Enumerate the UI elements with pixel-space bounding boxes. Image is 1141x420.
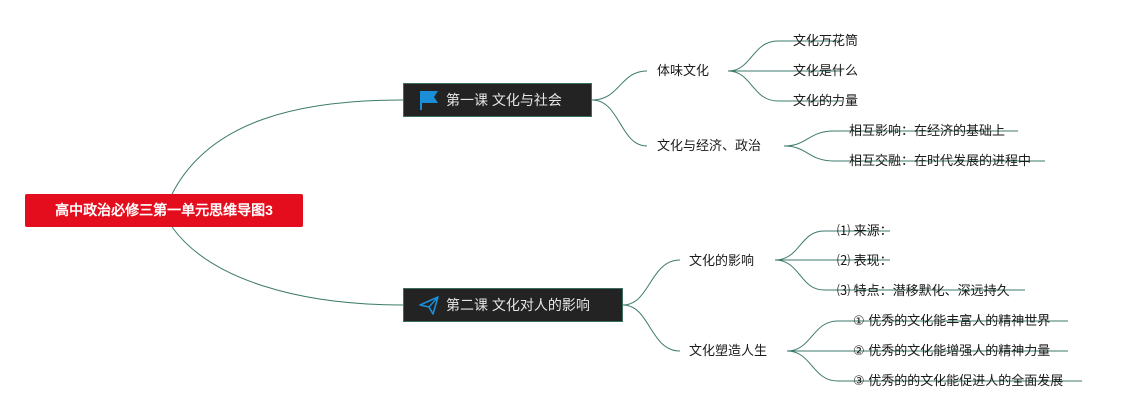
leaf-node[interactable]: 文化的力量 bbox=[793, 93, 859, 108]
link-lesson2-topic2 bbox=[622, 304, 681, 352]
lesson-node-2[interactable]: 第二课 文化对人的影响 bbox=[403, 288, 623, 322]
topic-node[interactable]: 文化与经济、政治 bbox=[657, 138, 762, 153]
link-t11-item1 bbox=[727, 40, 842, 72]
root-node[interactable]: 高中政治必修三第一单元思维导图3 bbox=[25, 194, 303, 227]
link-t21-item1 bbox=[774, 230, 890, 261]
leaf-node[interactable]: 相互交融：在时代发展的进程中 bbox=[849, 153, 1032, 168]
link-lesson1-topic1 bbox=[591, 70, 648, 101]
link-t11-item3 bbox=[727, 70, 842, 102]
leaf-node[interactable]: ② 优秀的文化能增强人的精神力量 bbox=[853, 343, 1051, 358]
paper-plane-icon bbox=[418, 294, 440, 316]
link-lesson1-topic2 bbox=[591, 99, 648, 147]
flag-icon bbox=[418, 89, 440, 111]
link-t22-item1 bbox=[786, 320, 1068, 352]
link-lesson2-topic1 bbox=[622, 259, 681, 306]
link-t12-item1 bbox=[783, 130, 1018, 147]
topic-node[interactable]: 文化塑造人生 bbox=[689, 343, 768, 358]
leaf-node[interactable]: ⑶ 特点：潜移默化、深远持久 bbox=[837, 283, 1010, 298]
leaf-node[interactable]: ⑵ 表现： bbox=[837, 253, 893, 268]
link-t22-item3 bbox=[786, 350, 1082, 382]
link-t12-item2 bbox=[783, 145, 1045, 162]
lesson-label: 第二课 文化对人的影响 bbox=[446, 297, 590, 313]
leaf-node[interactable]: ③ 优秀的的文化能促进人的全面发展 bbox=[853, 373, 1064, 388]
lesson-label: 第一课 文化与社会 bbox=[446, 92, 562, 108]
topic-node[interactable]: 文化的影响 bbox=[689, 253, 755, 268]
leaf-node[interactable]: 相互影响：在经济的基础上 bbox=[849, 123, 1006, 138]
leaf-node[interactable]: ⑴ 来源： bbox=[837, 223, 893, 238]
link-root-lesson1 bbox=[171, 99, 404, 195]
leaf-node[interactable]: 文化万花筒 bbox=[793, 33, 859, 48]
topic-node[interactable]: 体味文化 bbox=[657, 63, 710, 78]
leaf-node[interactable]: ① 优秀的文化能丰富人的精神世界 bbox=[853, 313, 1051, 328]
link-root-lesson2 bbox=[171, 226, 404, 306]
lesson-node-1[interactable]: 第一课 文化与社会 bbox=[403, 83, 592, 117]
link-t21-item3 bbox=[774, 259, 1025, 291]
leaf-node[interactable]: 文化是什么 bbox=[793, 63, 859, 78]
